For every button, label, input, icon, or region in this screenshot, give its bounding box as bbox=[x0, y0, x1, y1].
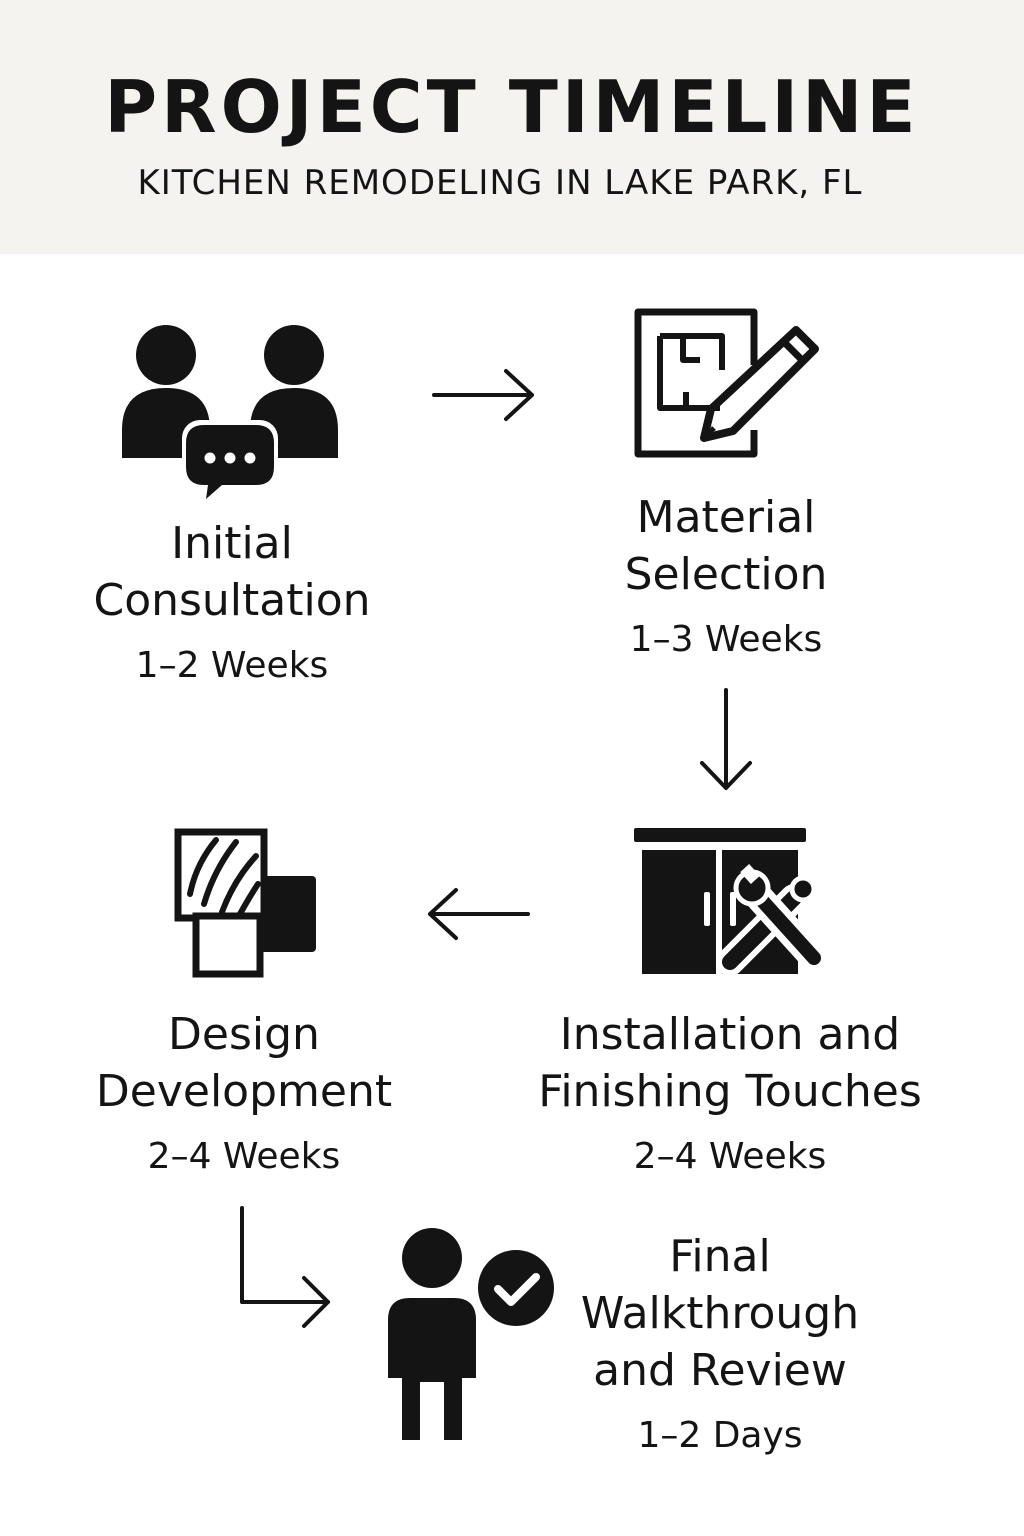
step-initial-consultation: Initial Consultation 1–2 Weeks bbox=[52, 515, 412, 689]
arrow-left-icon bbox=[428, 888, 530, 940]
step-duration: 2–4 Weeks bbox=[633, 1136, 827, 1177]
page-subtitle: KITCHEN REMODELING IN LAKE PARK, FL bbox=[137, 163, 863, 203]
consultation-icon bbox=[122, 325, 338, 499]
arrow-down-icon bbox=[700, 688, 752, 790]
step-duration: 1–2 Weeks bbox=[135, 645, 329, 686]
arrow-right-icon bbox=[432, 369, 534, 421]
step-design-development: Design Development 2–4 Weeks bbox=[64, 1006, 424, 1180]
step-duration: 1–2 Days bbox=[637, 1415, 803, 1456]
page-title: PROJECT TIMELINE bbox=[104, 65, 920, 149]
person-check-icon bbox=[388, 1228, 560, 1440]
step-duration: 1–3 Weeks bbox=[629, 619, 823, 660]
step-material-selection: Material Selection 1–3 Weeks bbox=[546, 489, 906, 663]
step-name: Installation and Finishing Touches bbox=[538, 1009, 922, 1117]
step-final-walkthrough: Final Walkthrough and Review 1–2 Days bbox=[540, 1228, 900, 1459]
step-name: Initial Consultation bbox=[93, 518, 371, 626]
step-name: Design Development bbox=[95, 1009, 393, 1117]
step-installation: Installation and Finishing Touches 2–4 W… bbox=[510, 1006, 950, 1180]
step-duration: 2–4 Weeks bbox=[147, 1136, 341, 1177]
cabinet-tools-icon bbox=[634, 828, 828, 976]
step-name: Material Selection bbox=[624, 492, 828, 600]
elbow-arrow-icon bbox=[240, 1206, 330, 1328]
material-swatches-icon bbox=[174, 828, 316, 978]
step-name: Final Walkthrough and Review bbox=[580, 1231, 860, 1396]
blueprint-pencil-icon bbox=[634, 308, 819, 458]
header-band: PROJECT TIMELINE KITCHEN REMODELING IN L… bbox=[0, 0, 1024, 254]
